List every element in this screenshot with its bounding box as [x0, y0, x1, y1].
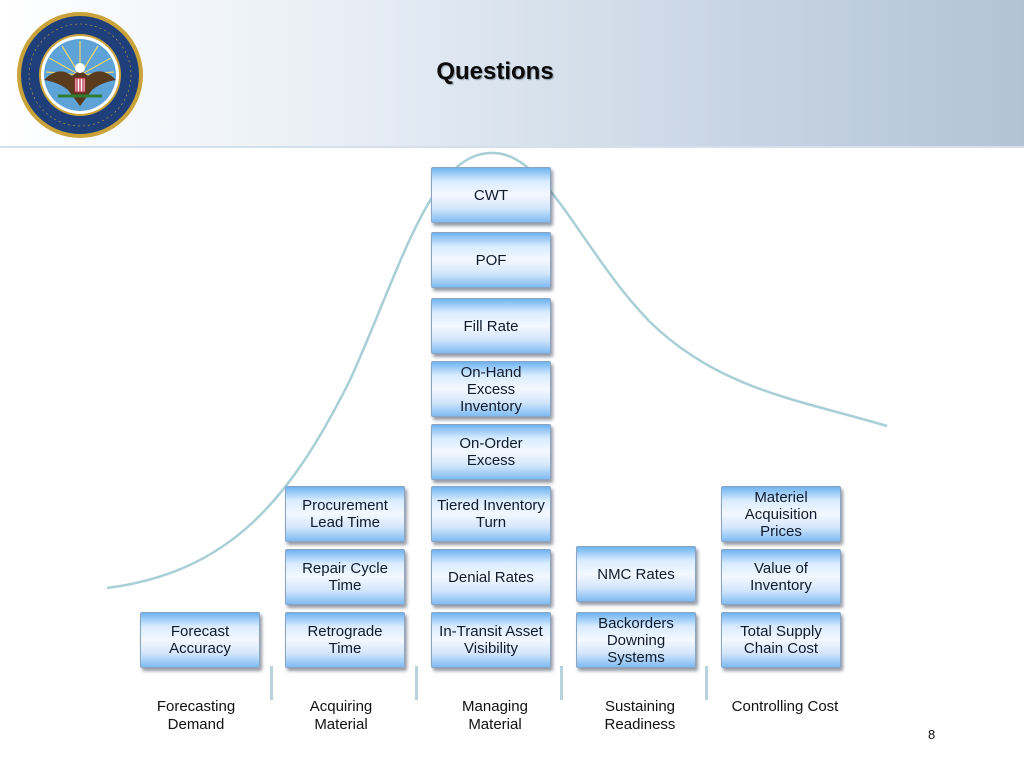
slide-title: Questions [436, 58, 554, 85]
category-label-managing-material: Managing Material [462, 698, 528, 733]
metric-box-denial-rates: Denial Rates [431, 549, 551, 605]
metric-box-tiered-inventory-turn: Tiered Inventory Turn [431, 486, 551, 542]
page-number: 8 [928, 727, 936, 742]
metric-box-procurement-lead-time: Procurement Lead Time [285, 486, 405, 542]
column-separator [270, 666, 273, 700]
metric-box-on-order-excess: On-Order Excess [431, 424, 551, 480]
header-divider [0, 146, 1024, 148]
metric-box-pof: POF [431, 232, 551, 288]
slide-header [0, 0, 1024, 146]
column-separator [560, 666, 563, 700]
metric-box-backorders-downing-systems: Backorders Downing Systems [576, 612, 696, 668]
category-label-controlling-cost: Controlling Cost [731, 698, 839, 715]
metric-box-forecast-accuracy: Forecast Accuracy [140, 612, 260, 668]
metric-box-materiel-acquisition-prices: Materiel Acquisition Prices [721, 486, 841, 542]
metric-box-nmc-rates: NMC Rates [576, 546, 696, 602]
metric-box-on-hand-excess-inventory: On-Hand Excess Inventory [431, 361, 551, 417]
category-label-sustaining-readiness: Sustaining Readiness [604, 698, 676, 733]
metric-box-in-transit-asset-visibility: In-Transit Asset Visibility [431, 612, 551, 668]
metric-box-repair-cycle-time: Repair Cycle Time [285, 549, 405, 605]
metric-box-value-of-inventory: Value of Inventory [721, 549, 841, 605]
column-separator [705, 666, 708, 700]
category-label-acquiring-material: Acquiring Material [309, 698, 373, 733]
metric-box-total-supply-chain-cost: Total Supply Chain Cost [721, 612, 841, 668]
column-separator [415, 666, 418, 700]
metric-box-retrograde-time: Retrograde Time [285, 612, 405, 668]
metric-box-cwt: CWT [431, 167, 551, 223]
metric-box-fill-rate: Fill Rate [431, 298, 551, 354]
dod-seal-icon [17, 12, 143, 138]
category-label-forecasting-demand: Forecasting Demand [156, 698, 236, 733]
